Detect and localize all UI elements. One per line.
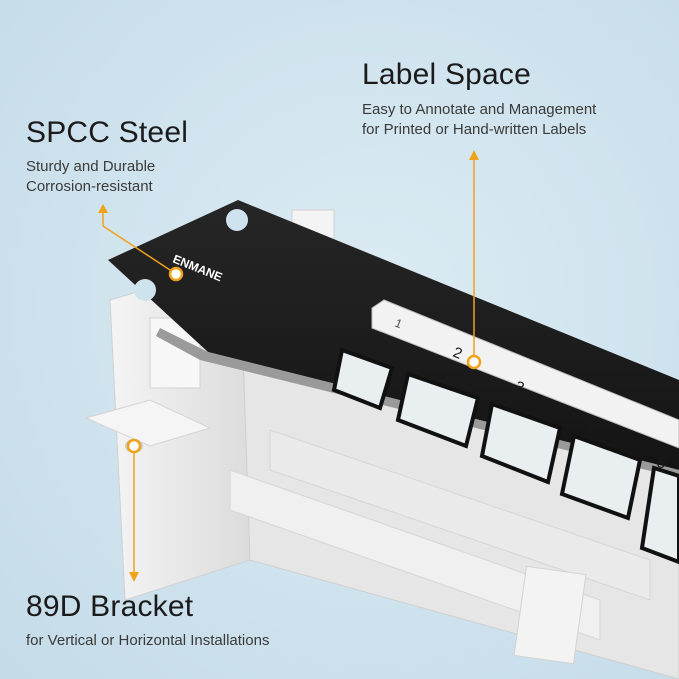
callout-title: Label Space: [362, 58, 532, 91]
port-label: 1: [393, 316, 405, 332]
callout-title: SPCC Steel: [26, 116, 189, 149]
callout-label-space: Label Space Easy to Annotate and Managem…: [362, 60, 596, 140]
keystone-port: [639, 465, 679, 565]
callout-leader-label-space: [466, 150, 482, 370]
keystone-port: [559, 433, 643, 521]
keystone-port: [331, 347, 395, 411]
callout-leader-spcc-steel: [98, 204, 184, 282]
callout-text: Corrosion-resistant: [26, 178, 153, 195]
callout-text: Easy to Annotate and Management: [362, 101, 597, 118]
callout-title: 89D Bracket: [26, 590, 194, 623]
mounting-foot: [84, 399, 212, 447]
rack-hole: [226, 209, 248, 231]
keystone-port: [479, 401, 563, 485]
keystone-ports: [331, 347, 679, 565]
label-strip: [371, 299, 679, 449]
bracket-clip: [513, 565, 587, 665]
callout-bracket: 89D Bracket for Vertical or Horizontal I…: [26, 592, 269, 651]
callout-text: for Vertical or Horizontal Installations: [26, 632, 270, 649]
callout-leader-bracket: [126, 438, 142, 582]
callout-spcc-steel: SPCC Steel Sturdy and Durable Corrosion-…: [26, 118, 188, 197]
callout-text: Sturdy and Durable: [26, 158, 156, 175]
rack-hole: [134, 279, 156, 301]
keystone-port: [395, 371, 481, 449]
callout-text: for Printed or Hand-written Labels: [362, 121, 587, 138]
